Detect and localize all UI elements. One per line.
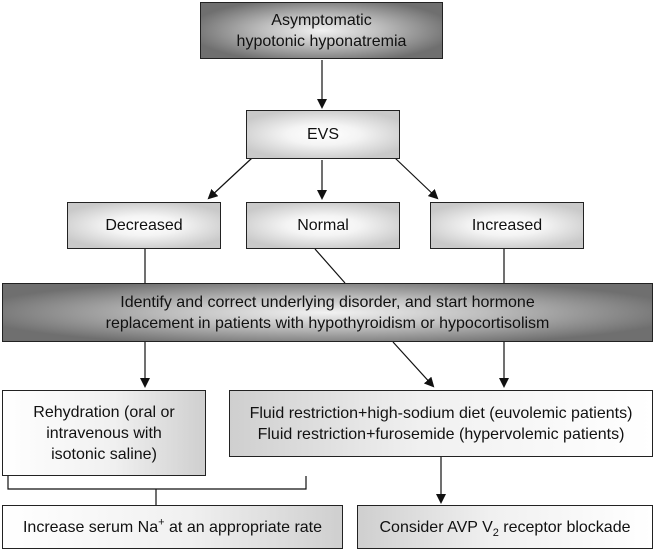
increase-sodium-node: Increase serum Na+ at an appropriate rat… <box>2 505 343 549</box>
identify-node: Identify and correct underlying disorder… <box>2 283 653 342</box>
increased-node-label: Increased <box>471 217 543 234</box>
decreased-node-label: Decreased <box>105 217 183 234</box>
consider-avp-node: Consider AVP V2 receptor blockade <box>357 505 653 549</box>
increase-sodium-text-after: at an appropriate rate <box>164 518 323 536</box>
increase-sodium-text-before: Increase serum Na <box>22 518 159 536</box>
fluid-restriction-node-line-2: Fluid restriction+furosemide (hypervolem… <box>257 425 625 443</box>
consider-avp-node-label: Consider AVP V2 receptor blockade <box>379 517 631 539</box>
fluid-restriction-node-line-1: Fluid restriction+high-sodium diet (euvo… <box>249 404 633 422</box>
start-node-line-1: Asymptomatic <box>271 11 372 29</box>
increased-node: Increased <box>430 202 584 249</box>
sodium-charge-superscript: + <box>158 516 165 529</box>
normal-node: Normal <box>246 202 400 249</box>
arrow-identify-to-fluid-diagonal <box>392 341 435 388</box>
arrow-evs-to-increased <box>394 157 439 200</box>
arrow-evs-to-decreased <box>207 157 253 200</box>
normal-node-label: Normal <box>297 217 349 234</box>
receptor-subscript: 2 <box>492 526 499 539</box>
bracket-merge <box>7 476 307 490</box>
rehydration-node-line-3: isotonic saline) <box>51 445 157 463</box>
identify-node-line-2: replacement in patients with hypothyroid… <box>105 314 550 332</box>
evs-node: EVS <box>246 110 400 159</box>
evs-node-label: EVS <box>306 126 339 143</box>
consider-avp-text-after: receptor blockade <box>498 518 631 536</box>
identify-node-line-1: Identify and correct underlying disorder… <box>120 293 535 311</box>
rehydration-node: Rehydration (oral or intravenous with is… <box>2 390 206 476</box>
consider-avp-text-before: Consider AVP V <box>379 518 493 536</box>
decreased-node: Decreased <box>67 202 221 249</box>
start-node-line-2: hypotonic hyponatremia <box>236 32 407 50</box>
start-node: Asymptomatic hypotonic hyponatremia <box>200 2 443 59</box>
increase-sodium-node-label: Increase serum Na+ at an appropriate rat… <box>23 517 322 538</box>
rehydration-node-line-1: Rehydration (oral or <box>33 403 175 421</box>
line-normal-to-identify <box>314 248 346 284</box>
fluid-restriction-node: Fluid restriction+high-sodium diet (euvo… <box>229 390 653 457</box>
rehydration-node-line-2: intravenous with <box>46 424 162 442</box>
